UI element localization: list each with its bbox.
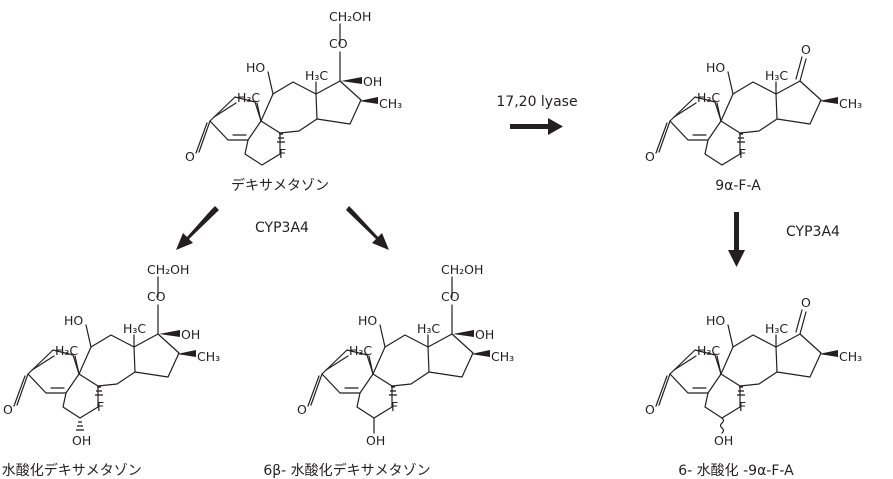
- compound-6a-hydroxy-dexamethasone: CH₂OH CO OH HO H₃C H₃C F CH₃ O OH 6α- 水酸…: [0, 262, 220, 479]
- stereo-bonds: [277, 77, 378, 143]
- label-h3c19: H₃C: [697, 90, 720, 105]
- label-o3: O: [185, 149, 195, 164]
- label-co: CO: [329, 36, 348, 51]
- label-h3c18: H₃C: [305, 68, 328, 83]
- atom-labels: CH₂OH CO OH HO H₃C H₃C F CH₃ O OH: [297, 262, 514, 448]
- fluorine-hash-bond: [95, 386, 103, 396]
- caption-9a-f-a: 9α-F-A: [715, 178, 761, 194]
- label-h3c18: H₃C: [765, 68, 788, 83]
- label-fluorine: F: [279, 146, 286, 161]
- label-o17: O: [801, 295, 811, 310]
- label-oh17: OH: [181, 327, 200, 342]
- stereo-bonds: [389, 330, 490, 396]
- atom-labels: O HO H₃C H₃C F CH₃ O OH: [645, 295, 862, 448]
- label-h3c19: H₃C: [237, 90, 260, 105]
- label-ch3: CH₃: [491, 349, 514, 364]
- arrow-cyp-right-branch: [346, 206, 389, 250]
- label-cyp-left: CYP3A4: [255, 220, 309, 236]
- label-ho11: HO: [706, 60, 725, 75]
- atom-labels: CH₂OH CO OH HO H₃C H₃C F CH₃ O: [185, 9, 402, 164]
- label-ch2oh: CH₂OH: [147, 262, 189, 277]
- label-ch3: CH₃: [839, 96, 862, 111]
- atom-labels: CH₂OH CO OH HO H₃C H₃C F CH₃ O OH: [3, 262, 220, 448]
- label-o3: O: [297, 402, 307, 417]
- fluorine-hash-bond: [737, 386, 745, 396]
- stereo-bonds: [737, 350, 838, 396]
- skeleton-bonds: [655, 309, 822, 434]
- label-ch3: CH₃: [839, 349, 862, 364]
- label-ho11: HO: [246, 60, 265, 75]
- label-oh6: OH: [366, 433, 385, 448]
- hydroxy-wedge-bond: [453, 330, 474, 337]
- label-lyase: 17,20 lyase: [496, 94, 577, 110]
- methyl-wedge-bond: [177, 350, 196, 357]
- hydroxy-wedge-bond: [341, 77, 362, 84]
- label-oh17: OH: [363, 74, 382, 89]
- caption-6-hydroxy-9a-f-a: 6- 水酸化 -9α-F-A: [678, 463, 794, 479]
- label-ho11: HO: [706, 313, 725, 328]
- arrow-cyp-down: [728, 212, 745, 267]
- skeleton-bonds: [195, 23, 362, 166]
- label-fluorine: F: [739, 399, 746, 414]
- label-ho11: HO: [64, 313, 83, 328]
- label-fluorine: F: [739, 146, 746, 161]
- label-o17: O: [801, 42, 811, 57]
- label-oh6: OH: [72, 433, 91, 448]
- compound-6b-hydroxy-dexamethasone: CH₂OH CO OH HO H₃C H₃C F CH₃ O OH 6β- 水酸…: [263, 262, 514, 479]
- arrow-lyase: [510, 118, 563, 135]
- methyl-wedge-bond: [471, 350, 490, 357]
- label-o3: O: [645, 402, 655, 417]
- label-h3c19: H₃C: [349, 343, 372, 358]
- label-ch3: CH₃: [379, 96, 402, 111]
- label-h3c18: H₃C: [417, 321, 440, 336]
- label-co: CO: [147, 289, 166, 304]
- skeleton-bonds: [307, 276, 474, 434]
- fluorine-hash-bond: [277, 133, 285, 143]
- label-h3c19: H₃C: [55, 343, 78, 358]
- caption-6b-hydroxy: 6β- 水酸化デキサメタゾン: [263, 462, 430, 479]
- caption-dexamethasone: デキサメタゾン: [231, 177, 329, 194]
- arrow-cyp-left: [176, 206, 219, 250]
- label-ch2oh: CH₂OH: [329, 9, 371, 24]
- label-fluorine: F: [97, 399, 104, 414]
- compound-9a-f-a: O HO H₃C H₃C F CH₃ O 9α-F-A: [645, 42, 862, 194]
- label-ch3: CH₃: [197, 349, 220, 364]
- methyl-wedge-bond: [819, 350, 838, 357]
- compound-6-hydroxy-9a-f-a: O HO H₃C H₃C F CH₃ O OH 6- 水酸化 -9α-F-A: [645, 295, 862, 479]
- skeleton-bonds: [13, 276, 180, 419]
- label-ch2oh: CH₂OH: [441, 262, 483, 277]
- methyl-wedge-bond: [359, 97, 378, 104]
- label-h3c18: H₃C: [765, 321, 788, 336]
- label-h3c18: H₃C: [123, 321, 146, 336]
- stereo-bonds: [76, 330, 196, 431]
- hydroxy6-wavy-bond: [719, 417, 725, 434]
- label-h3c19: H₃C: [697, 343, 720, 358]
- hydroxy-wedge-bond: [159, 330, 180, 337]
- hydroxy6-hash-bond: [76, 421, 84, 431]
- label-fluorine: F: [391, 399, 398, 414]
- stereo-bonds: [737, 97, 838, 143]
- compound-dexamethasone: CH₂OH CO OH HO H₃C H₃C F CH₃ O デキサメタゾン: [185, 9, 402, 194]
- fluorine-hash-bond: [737, 133, 745, 143]
- atom-labels: O HO H₃C H₃C F CH₃ O: [645, 42, 862, 164]
- label-o3: O: [3, 402, 13, 417]
- label-ho11: HO: [358, 313, 377, 328]
- label-o3: O: [645, 149, 655, 164]
- fluorine-hash-bond: [389, 386, 397, 396]
- label-oh6: OH: [714, 433, 733, 448]
- methyl-wedge-bond: [819, 97, 838, 104]
- label-co: CO: [441, 289, 460, 304]
- label-cyp-right: CYP3A4: [786, 224, 840, 240]
- label-oh17: OH: [475, 327, 494, 342]
- caption-6a-hydroxy: 6α- 水酸化デキサメタゾン: [0, 462, 142, 479]
- skeleton-bonds: [655, 56, 822, 166]
